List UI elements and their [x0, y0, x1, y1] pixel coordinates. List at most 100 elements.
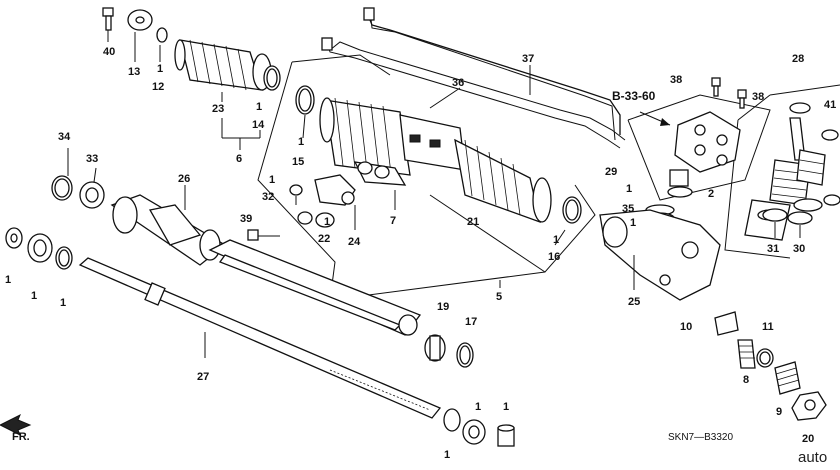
callout-1f: 1	[626, 183, 632, 195]
callout-10: 10	[680, 321, 692, 333]
pipe-37	[321, 7, 626, 149]
spring-8	[737, 339, 756, 369]
callout-28: 28	[792, 53, 804, 65]
callout-6: 6	[236, 153, 242, 165]
bearing-bottom	[462, 419, 486, 445]
ring-17	[456, 342, 474, 368]
callout-1l: 1	[444, 449, 450, 461]
nut-32	[289, 184, 303, 205]
assembly-29-box	[627, 94, 771, 201]
callout-38b: 38	[752, 91, 764, 103]
callout-26: 26	[178, 173, 190, 185]
direction-label: FR.	[12, 431, 30, 443]
callout-8: 8	[743, 374, 749, 386]
clip-14	[263, 65, 281, 91]
callout-17: 17	[465, 316, 477, 328]
washer-bottom-a	[443, 408, 461, 432]
callout-31: 31	[767, 243, 779, 255]
rack-housing	[208, 239, 422, 336]
callout-29: 29	[605, 166, 617, 178]
callout-1e: 1	[324, 216, 330, 228]
callout-23: 23	[212, 103, 224, 115]
callout-1h: 1	[553, 234, 559, 246]
boot-23	[174, 39, 272, 102]
seal-30	[787, 211, 813, 238]
callout-2: 2	[708, 188, 714, 200]
plate-24	[314, 174, 356, 230]
diagram-code: SKN7—B3320	[668, 432, 733, 443]
rack-27	[78, 257, 442, 419]
callout-27: 27	[197, 371, 209, 383]
clip-22	[297, 211, 335, 228]
callout-35: 35	[622, 203, 634, 215]
callout-11: 11	[762, 321, 774, 333]
spring-9	[774, 361, 801, 395]
ring-12	[156, 27, 168, 62]
callout-24: 24	[348, 236, 361, 248]
callout-1b: 1	[256, 101, 262, 113]
bolt-38b	[737, 89, 747, 109]
callout-37: 37	[522, 53, 534, 65]
bearing-33	[79, 167, 105, 209]
direction-arrow	[0, 413, 32, 437]
pinion-26	[110, 185, 227, 266]
washer-13	[127, 9, 153, 62]
callout-1d: 1	[269, 174, 275, 186]
callout-1n: 1	[503, 401, 509, 413]
callout-1c: 1	[298, 136, 304, 148]
callout-36: 36	[452, 77, 464, 89]
boot-36-housing	[319, 87, 552, 224]
ring-11	[756, 348, 774, 368]
callout-labels: 40 13 1 12 23 1 14 6 36 37 38 38 28 41 1…	[5, 46, 836, 461]
bolt-40	[102, 7, 114, 42]
callout-5: 5	[496, 291, 502, 303]
callout-1m: 1	[475, 401, 481, 413]
callout-34: 34	[58, 131, 71, 143]
callout-32: 32	[262, 191, 274, 203]
callout-25: 25	[628, 296, 640, 308]
callout-1g: 1	[630, 217, 636, 229]
arrow-ref	[639, 111, 671, 126]
callout-20: 20	[802, 433, 814, 445]
reference-label: B-33-60	[612, 89, 656, 103]
callout-1a: 1	[157, 63, 163, 75]
callout-14: 14	[252, 119, 265, 131]
bolt-38a	[711, 77, 721, 97]
bushing-19	[424, 334, 446, 362]
callout-13: 13	[128, 66, 140, 78]
bolt-39	[247, 229, 280, 241]
valve-body-29	[667, 111, 741, 198]
clip-16	[554, 196, 582, 246]
bracket-7	[353, 161, 407, 210]
callout-7: 7	[390, 215, 396, 227]
callout-16: 16	[548, 251, 560, 263]
callout-40: 40	[103, 46, 115, 58]
ring-34	[51, 148, 73, 201]
washer-left-a	[5, 227, 23, 249]
callout-1i: 1	[5, 274, 11, 286]
assembly-28-box	[724, 84, 840, 259]
callout-1j: 1	[31, 290, 37, 302]
ring-left	[55, 246, 73, 270]
guide-10	[714, 311, 739, 336]
clip-15	[295, 85, 315, 139]
callout-12: 12	[152, 81, 164, 93]
callout-1k: 1	[60, 297, 66, 309]
seal-31	[762, 208, 788, 238]
callout-39: 39	[240, 213, 252, 225]
watermark: auto	[798, 449, 827, 466]
callout-21: 21	[467, 216, 479, 228]
callout-22: 22	[318, 233, 330, 245]
housing-25	[599, 209, 721, 301]
callout-33: 33	[86, 153, 98, 165]
nut-20	[791, 391, 827, 421]
bushing-bottom	[497, 424, 515, 447]
callout-30: 30	[793, 243, 805, 255]
bearing-left	[27, 233, 53, 263]
callout-38a: 38	[670, 74, 682, 86]
callout-19: 19	[437, 301, 449, 313]
callout-15: 15	[292, 156, 304, 168]
callout-41: 41	[824, 99, 836, 111]
